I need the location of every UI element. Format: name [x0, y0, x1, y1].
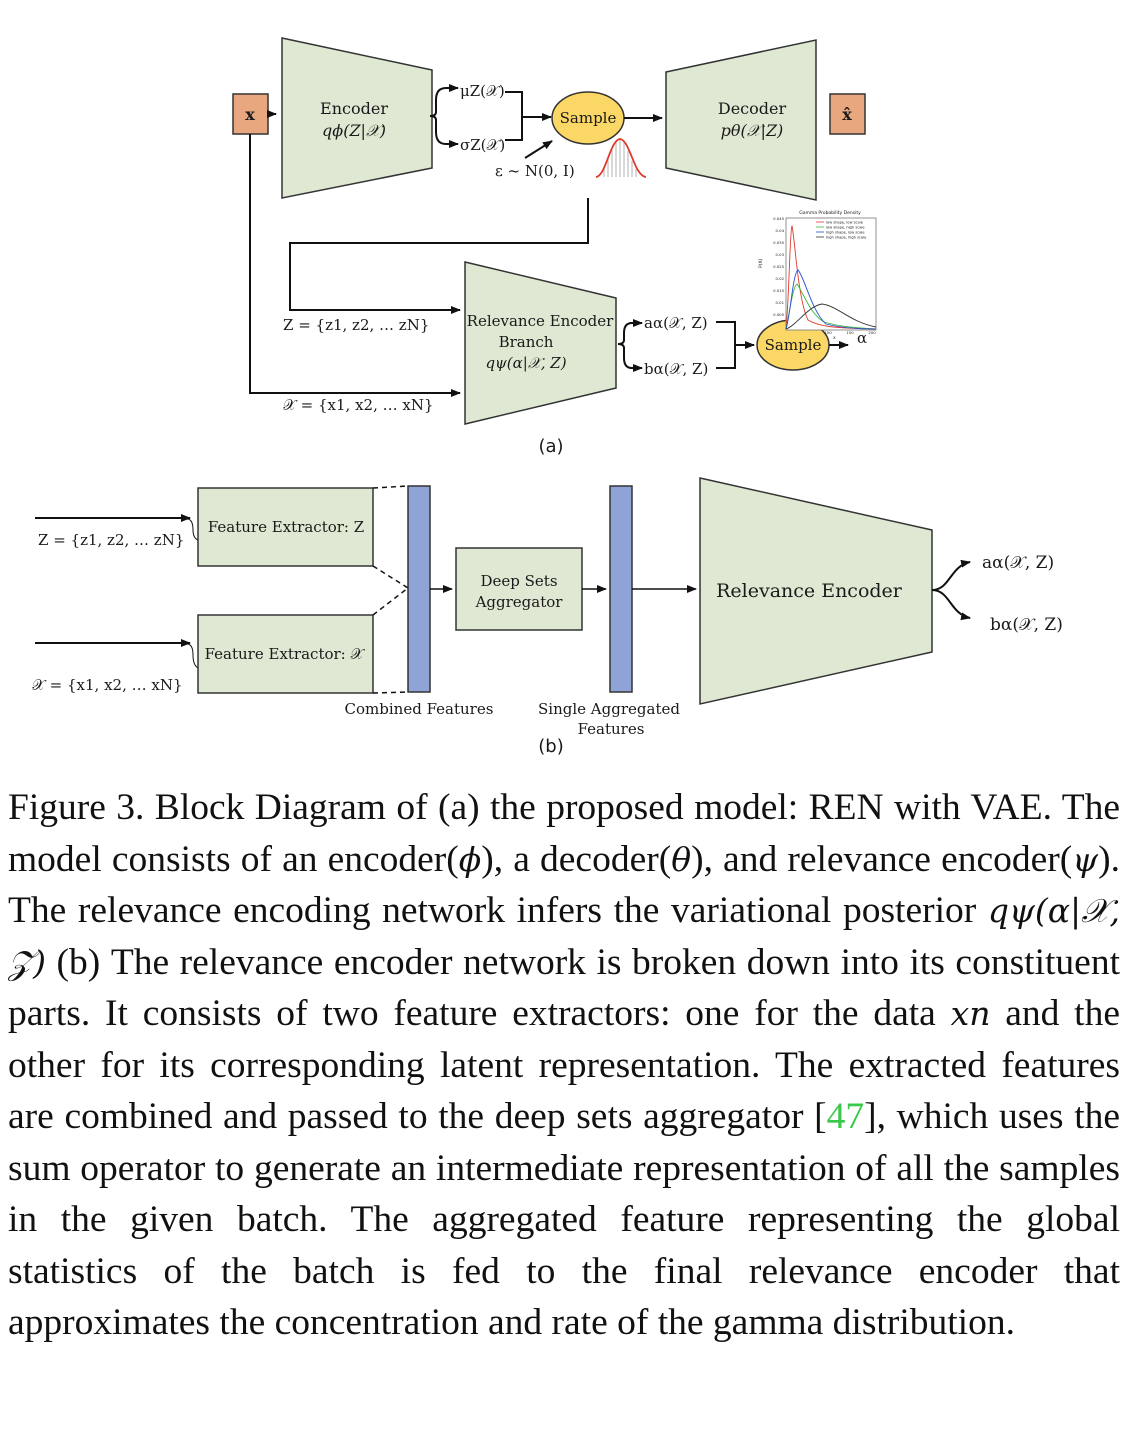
caption-posterior: qψ(α|𝒳, 𝒵) [8, 891, 1120, 982]
caption-text-6: and the other for its corresponding late… [8, 993, 1120, 1137]
ren-branch-formula: qψ(α|𝒳, Z) [485, 354, 566, 372]
decoder-formula: pθ(𝒳|Z) [721, 121, 784, 140]
encoder-formula: qϕ(Z|𝒳) [322, 121, 386, 140]
decoder-title: Decoder [718, 99, 787, 118]
gamma-x-ticks: 100 150 200 [824, 330, 876, 335]
caption-text-7: ], which uses the sum operator to genera… [8, 1096, 1121, 1343]
alpha-label: α [857, 329, 867, 347]
sigma-label: σZ(𝒳) [460, 136, 505, 154]
gamma-legend-entry: high shape, low scale [826, 231, 865, 235]
gamma-y-tick: 0.02 [776, 276, 785, 281]
relevance-encoder-block [699, 477, 933, 705]
caption-psi: ψ [1072, 839, 1099, 879]
x-hat-output-box [829, 93, 866, 135]
encoder-block [281, 37, 433, 199]
caption-xn: xn [950, 994, 991, 1033]
gamma-y-tick: 0.01 [776, 300, 785, 305]
relevance-encoder-label: Relevance Encoder [716, 580, 903, 602]
gamma-y-tick: 0.03 [776, 252, 785, 257]
feature-extractor-z [197, 487, 374, 567]
b-label-a: bα(𝒳, Z) [644, 360, 708, 378]
gamma-curve-low-shape-low-scale [785, 225, 877, 330]
gamma-y-tick: 0.015 [773, 288, 784, 293]
combined-features-bar [407, 485, 431, 693]
x-set-label-a: 𝒳 = {x1, x2, … xN} [283, 396, 434, 414]
gamma-y-tick: 0.005 [773, 312, 784, 317]
gamma-legend-entry: low shape, high scale [826, 226, 865, 230]
citation-link[interactable]: 47 [826, 1096, 865, 1137]
x-input-label: x [245, 105, 255, 124]
a-label-a: aα(𝒳, Z) [644, 314, 708, 332]
gamma-y-ticks: 0.045 0.04 0.035 0.03 0.025 0.02 0.015 0.01 0.00… [773, 216, 784, 317]
caption-text-5: (b) The relevance encoder network is bro… [8, 941, 1120, 1035]
decoder-block [665, 39, 817, 201]
caption-text-1: Figure 3. Block Diagram of (a) the propo… [8, 787, 1120, 880]
single-aggregated-label-2: Features [578, 720, 645, 738]
gamma-y-tick: 0.045 [773, 216, 784, 221]
gamma-curve-high-shape-high-scale [785, 303, 877, 330]
x-set-label-b: 𝒳 = {x1, x2, … xN} [32, 676, 183, 694]
epsilon-label: ε ~ N(0, I) [495, 162, 575, 180]
z-set-label-b: Z = {z1, z2, … zN} [38, 531, 184, 549]
a-label-b: aα(𝒳, Z) [982, 553, 1054, 573]
relevance-encoder-branch [464, 261, 617, 425]
panel-label-b: (b) [538, 736, 563, 757]
sample-label: Sample [560, 109, 617, 127]
feature-extractor-x [197, 614, 374, 694]
feature-extractor-z-label: Feature Extractor: Z [208, 518, 364, 536]
x-hat-output-label: x̂ [842, 105, 852, 124]
caption-text-2: ), a decoder( [481, 838, 672, 880]
caption-text-3: ), and relevance encoder( [691, 838, 1073, 880]
caption-text-4: ). The relevance encoding network infers… [8, 838, 1121, 932]
gamma-x-tick: 100 [824, 330, 832, 335]
caption-theta: θ [671, 839, 692, 879]
caption-phi: ϕ [458, 839, 482, 879]
figure-caption: Figure 3. Block Diagram of (a) the propo… [8, 782, 1120, 1349]
gaussian-distribution-icon [595, 138, 647, 178]
b-label-b: bα(𝒳, Z) [990, 615, 1063, 635]
ren-branch-title-2: Branch [499, 333, 554, 351]
panel-label-a: (a) [538, 436, 563, 457]
gamma-y-tick: 0.04 [776, 228, 785, 233]
gamma-y-tick: 0.025 [773, 264, 784, 269]
encoder-title: Encoder [320, 99, 388, 118]
gamma-plot-xlabel: x [833, 336, 836, 341]
gamma-curve-high-shape-low-scale [785, 269, 877, 330]
combined-features-label: Combined Features [345, 700, 494, 718]
ren-branch-title-1: Relevance Encoder [467, 312, 614, 330]
single-aggregated-bar [609, 485, 633, 693]
gamma-legend-entry: high shape, high scale [826, 236, 867, 240]
feature-extractor-x-label: Feature Extractor: 𝒳 [205, 645, 366, 663]
gamma-legend-entry: low shape, low scale [826, 221, 864, 225]
mu-label: μZ(𝒳) [460, 82, 505, 100]
gamma-x-tick: 200 [868, 330, 876, 335]
gamma-x-tick: 150 [846, 330, 854, 335]
gamma-density-plot: Gamma Probability Density P(X) x 0.0450.… [758, 210, 877, 341]
gamma-plot-title: Gamma Probability Density [799, 210, 861, 216]
single-aggregated-label-1: Single Aggregated [538, 700, 680, 718]
gamma-y-tick: 0.035 [773, 240, 784, 245]
gamma-plot-ylabel: P(X) [758, 258, 764, 268]
z-set-label-a: Z = {z1, z2, … zN} [283, 316, 429, 334]
deep-sets-label-2: Aggregator [475, 593, 564, 611]
block-diagram: x Encoder qϕ(Z|𝒳) μZ(𝒳) σZ(𝒳) Sample ε ~… [32, 37, 1063, 757]
deep-sets-label-1: Deep Sets [480, 572, 557, 590]
sample2-label: Sample [765, 336, 822, 354]
